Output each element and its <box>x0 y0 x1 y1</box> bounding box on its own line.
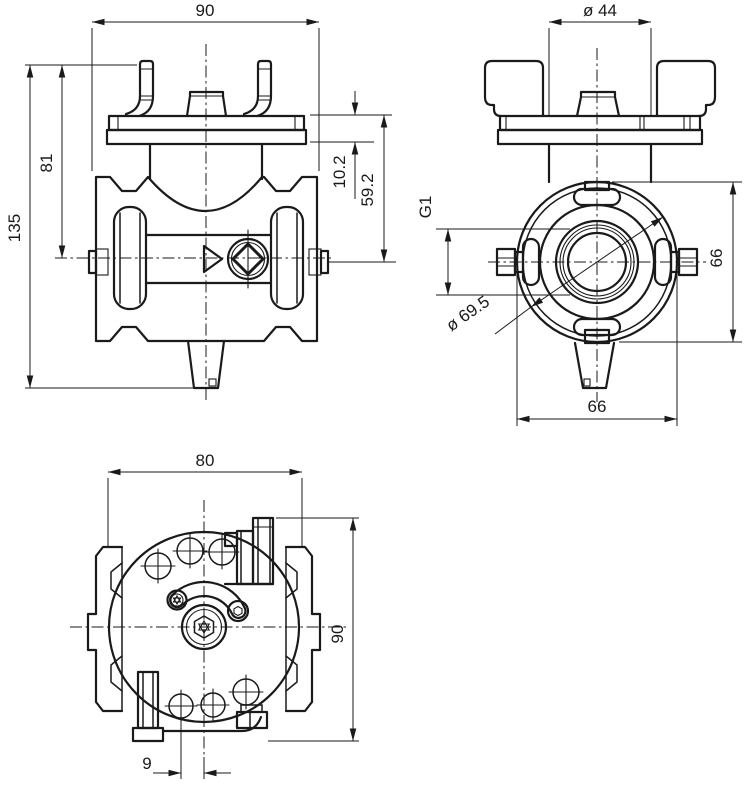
front-bracket <box>105 59 308 181</box>
side-bolt-right <box>669 247 699 277</box>
end-stem-mark <box>583 378 591 387</box>
front-stem-mark <box>208 378 217 387</box>
dim-end-height: 66 <box>707 249 726 268</box>
top-body-circle <box>107 530 301 724</box>
dim-front-plate-thickness: 10.2 <box>330 155 349 188</box>
adjustment-arc-slot <box>166 580 250 623</box>
dim-front-center-height: 81 <box>37 154 56 173</box>
dim-end-width: 66 <box>588 397 607 416</box>
square-drive <box>226 229 270 289</box>
front-right-flange <box>269 205 330 311</box>
center-hub-screw <box>180 603 228 651</box>
dim-top-depth: 90 <box>328 625 347 644</box>
flow-arrow <box>202 244 224 274</box>
front-left-flange <box>87 205 148 311</box>
dim-end-flange-diameter: ø 69.5 <box>443 292 493 335</box>
dim-front-overall-width: 90 <box>196 1 215 20</box>
dim-top-width: 80 <box>196 451 215 470</box>
wing-handle <box>483 59 717 184</box>
front-dimensions: 90 135 81 10.2 59.2 <box>5 1 396 389</box>
top-view: 80 90 9 <box>70 451 359 779</box>
dim-front-total-height: 135 <box>5 214 24 242</box>
top-dimensions: 80 90 9 <box>107 451 359 779</box>
end-view: ø 44 G1 ø 69.5 66 66 <box>416 1 742 426</box>
side-bolt-left <box>495 247 525 277</box>
top-right-flange <box>284 545 322 713</box>
dim-end-port-thread: G1 <box>416 196 435 219</box>
dim-end-handle-diameter: ø 44 <box>583 1 617 20</box>
dim-front-plate-to-axis: 59.2 <box>358 173 377 206</box>
top-left-flange <box>86 545 124 713</box>
top-right-bracket <box>223 516 275 586</box>
front-view: 90 135 81 10.2 59.2 <box>5 1 396 400</box>
front-body-outline <box>94 175 319 343</box>
end-stem <box>573 341 616 390</box>
dim-top-hole-offset: 9 <box>142 754 151 773</box>
bottom-hex-stub <box>235 704 269 730</box>
bolt-holes <box>140 533 264 723</box>
front-stem <box>186 339 226 390</box>
